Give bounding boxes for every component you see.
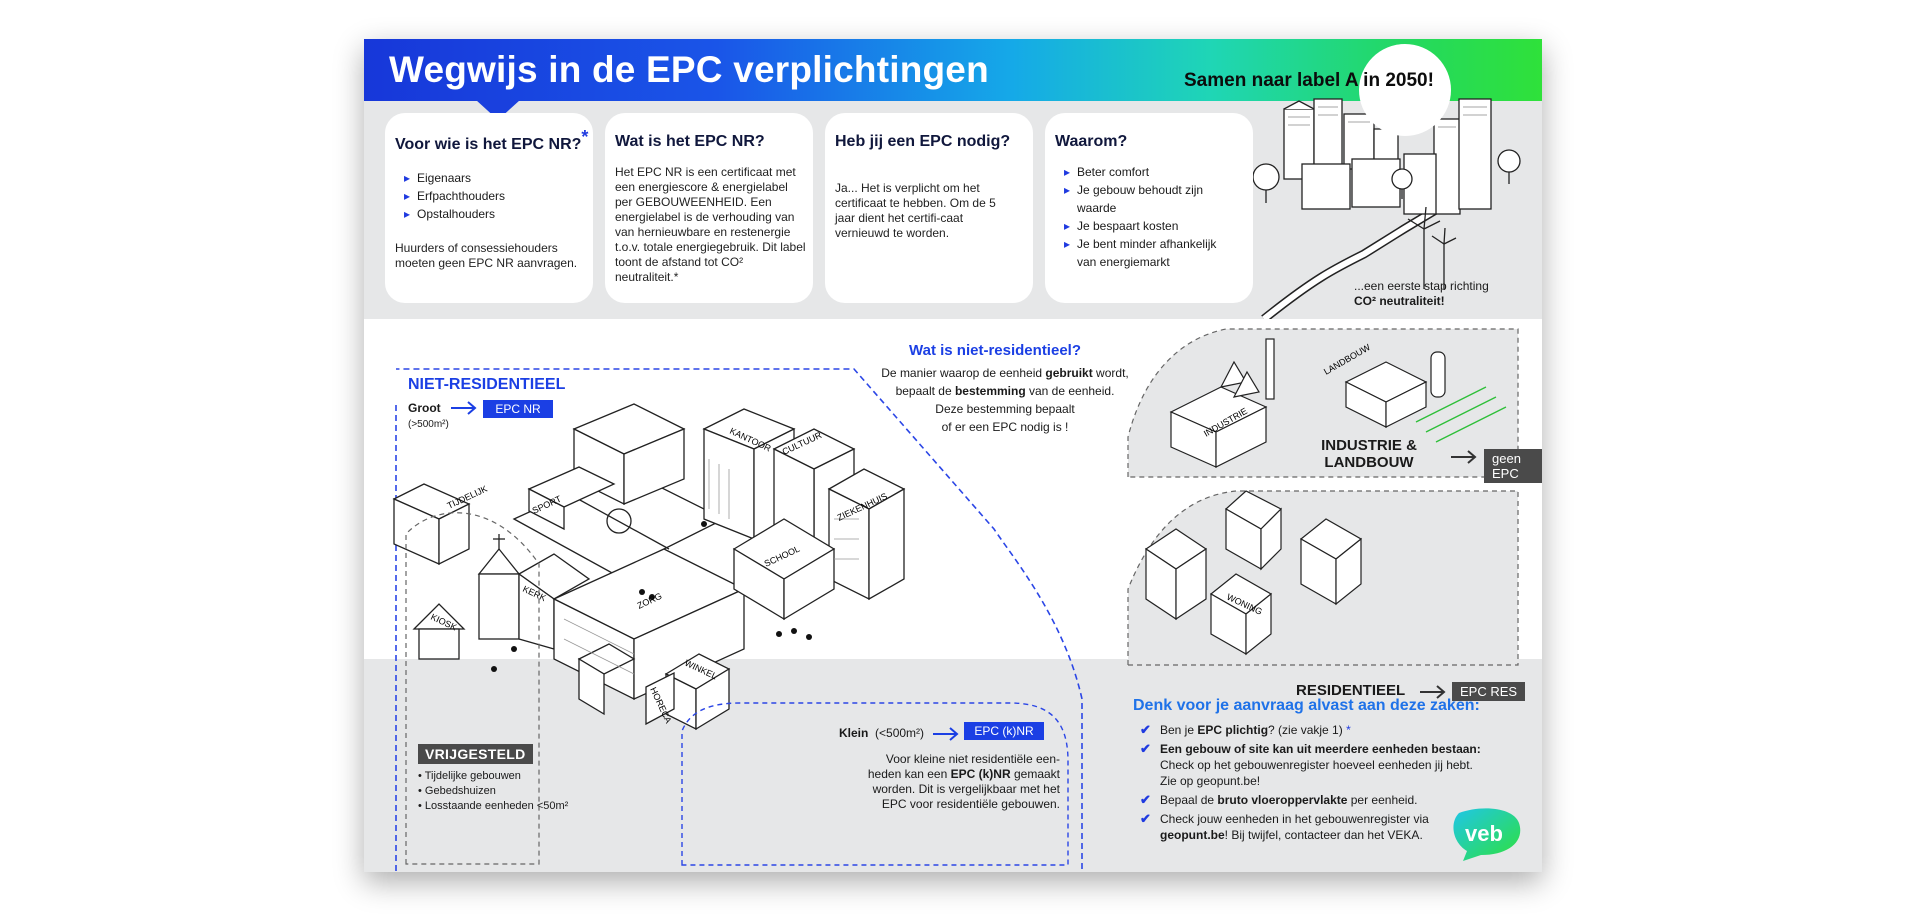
check-icon: ✔ [1140,811,1151,826]
city-illustration [1252,98,1521,323]
card-who-list: Eigenaars Erfpachthouders Opstalhouders [404,169,505,223]
slogan: Samen naar label A in 2050! [1184,70,1434,91]
klein-text-4: EPC voor residentiële gebouwen. [881,797,1060,811]
small-units-border [681,702,1069,866]
klein-label: Klein (<500m²) [839,726,925,740]
epc-nr-tag: EPC NR [483,400,553,418]
card-why-title: Waarom? [1055,133,1128,150]
card-need-text: Ja... Het is verplicht om het certificaa… [835,181,996,240]
epc-res-tag: EPC RES [1452,682,1526,701]
industry-panel: INDUSTRIE LANDBOUW [1127,328,1519,478]
list-item: • Gebedshuizen [418,785,496,797]
groot-sub: (>500m²) [408,419,449,430]
header-banner: Wegwijs in de EPC verplichtingen [364,39,1542,101]
list-item: Je bent minder afhankelijk van energiema… [1064,235,1237,271]
card-need-title: Heb jij een EPC nodig? [835,133,1011,150]
check-icon: ✔ [1140,741,1151,756]
list-item: • Tijdelijke gebouwen [418,770,521,782]
definition-line-4: of er een EPC nodig is ! [941,420,1069,434]
card-what-text: Het EPC NR is een certificaat met een en… [615,165,806,284]
list-item: Je gebouw behoudt zijn waarde [1064,181,1237,217]
card-who: Voor wie is het EPC NR?* Eigenaars Erfpa… [385,113,593,303]
residential-panel: WONING [1127,490,1519,666]
checklist: ✔Ben je EPC plichtig? (zie vakje 1) * ✔E… [1140,722,1520,846]
card-what-title: Wat is het EPC NR? [615,133,765,150]
definition-line-3: Deze bestemming bepaalt [935,402,1075,416]
card-why-list: Beter comfort Je gebouw behoudt zijn waa… [1064,163,1237,271]
epc-knr-tag: EPC (k)NR [964,722,1044,740]
arrow-right-icon [1451,450,1477,464]
veb-logo: veb [1453,808,1521,861]
poster: Wegwijs in de EPC verplichtingen Samen [364,39,1542,872]
city-caption-2: CO² neutraliteit! [1354,294,1445,308]
checklist-title: Denk voor je aanvraag alvast aan deze za… [1133,697,1480,714]
slogan-circle [1359,44,1451,136]
list-item: • Losstaande eenheden <50m² [418,800,569,812]
non-res-title: NIET-RESIDENTIEEL [408,376,566,393]
check-icon: ✔ [1140,792,1151,807]
list-item: Je bespaart kosten [1064,217,1237,235]
arrow-right-icon [451,401,477,415]
card-why: Waarom? Beter comfort Je gebouw behoudt … [1045,113,1253,303]
industry-title-2: LANDBOUW [1324,454,1414,471]
residential-title: RESIDENTIEEL [1296,682,1406,699]
card-need: Heb jij een EPC nodig? Ja... Het is verp… [825,113,1033,303]
exempt-list: • Tijdelijke gebouwen • Gebedshuizen • L… [418,769,568,814]
klein-text-1: Voor kleine niet residentiële een- [885,752,1060,766]
checklist-item: ✔Ben je EPC plichtig? (zie vakje 1) * [1140,722,1351,737]
card-what: Wat is het EPC NR? Het EPC NR is een cer… [605,113,813,303]
list-item: Beter comfort [1064,163,1237,181]
checklist-item: ✔Check jouw eenheden in het gebouwenregi… [1140,811,1429,842]
list-item: Eigenaars [404,169,505,187]
industry-title-1: INDUSTRIE & [1321,437,1417,454]
no-epc-tag: geen EPC [1484,449,1542,483]
exempt-title: VRIJGESTELD [418,744,533,764]
check-icon: ✔ [1140,722,1151,737]
groot-label: Groot [408,401,441,415]
list-item: Opstalhouders [404,205,505,223]
klein-text-2: heden kan een EPC (k)NR gemaakt [867,767,1060,781]
city-caption-1: ...een eerste stap richting [1354,279,1489,293]
klein-text-3: worden. Dit is vergelijkbaar met het [872,782,1060,796]
non-residential-illustration: KANTOOR CULTUUR ZIEKENHUIS SCHOOL SPORT … [392,403,906,731]
list-item: Erfpachthouders [404,187,505,205]
card-who-note: Huurders of consessiehouders moeten geen… [395,241,578,270]
checklist-item: ✔Bepaal de bruto vloeroppervlakte per ee… [1140,792,1418,807]
logo-text: veb [1465,821,1503,846]
card-who-title: Voor wie is het EPC NR?* [395,127,589,153]
definition-line-2: bepaalt de bestemming van de eenheid. [895,384,1115,398]
non-residential-border [395,368,1083,872]
arrow-right-icon [933,727,959,741]
definition-line-1: De manier waarop de eenheid gebruikt wor… [881,366,1129,380]
page-title: Wegwijs in de EPC verplichtingen [389,49,989,90]
definition-title: Wat is niet-residentieel? [909,342,1081,359]
arrow-right-icon [1420,685,1446,699]
checklist-item: ✔Een gebouw of site kan uit meerdere een… [1140,741,1481,788]
